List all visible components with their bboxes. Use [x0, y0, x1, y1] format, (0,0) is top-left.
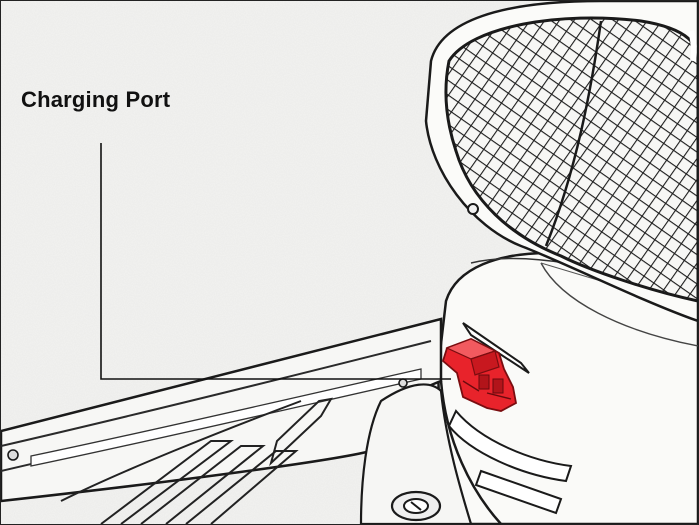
net-hook — [468, 204, 478, 214]
edge-bolt — [8, 450, 18, 460]
shell-highlight — [691, 31, 694, 61]
floorboard-screw — [399, 379, 407, 387]
cap-icon — [392, 492, 440, 520]
callout-label: Charging Port — [21, 87, 170, 113]
